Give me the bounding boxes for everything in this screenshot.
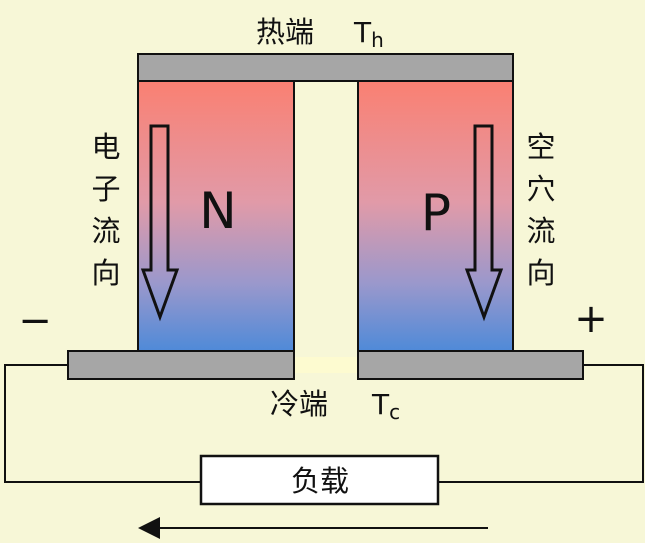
junction-gap	[295, 357, 357, 373]
p-leg-label: P	[421, 184, 451, 242]
hole-flow-char: 流	[526, 214, 555, 248]
load-box	[199, 454, 440, 506]
cold-plate-right	[357, 350, 584, 380]
hole-flow-label: 空 穴 流 向	[526, 130, 555, 290]
hole-flow-arrow	[464, 124, 504, 322]
hole-flow-char: 向	[526, 256, 555, 290]
hole-flow-char: 空	[526, 130, 555, 164]
cold-plate-left	[67, 350, 295, 380]
n-leg-label: N	[199, 182, 236, 240]
electron-flow-char: 子	[91, 172, 120, 206]
electron-flow-label: 电 子 流 向	[91, 130, 120, 290]
load-label: 负载	[291, 464, 349, 498]
electron-flow-char: 向	[91, 256, 120, 290]
electron-flow-arrow	[140, 124, 180, 322]
hot-end-symbol: Th	[353, 16, 384, 52]
positive-terminal-label: +	[574, 296, 608, 342]
hot-end-label: 热端	[256, 15, 314, 49]
hot-plate	[137, 53, 514, 82]
wire-right	[438, 364, 644, 483]
electron-flow-char: 电	[91, 130, 120, 164]
negative-terminal-label: −	[18, 298, 52, 344]
cold-end-symbol: Tc	[371, 388, 400, 424]
electron-flow-char: 流	[91, 214, 120, 248]
cold-end-label: 冷端	[270, 387, 328, 421]
current-arrowhead-icon	[138, 517, 160, 539]
wire-left	[4, 364, 201, 483]
hole-flow-char: 穴	[526, 172, 555, 206]
